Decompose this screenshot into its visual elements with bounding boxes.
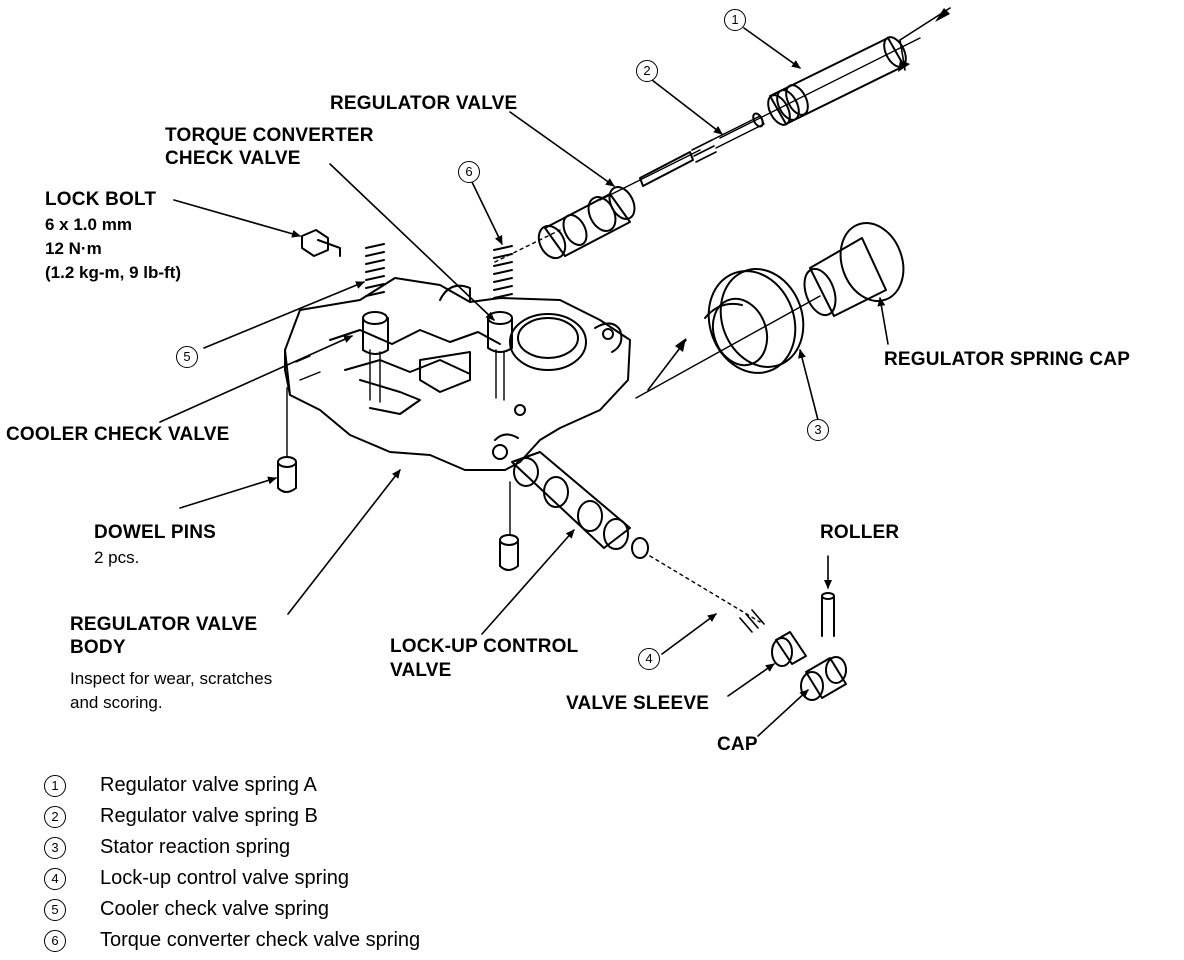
label-lockup-control-valve-line1: LOCK-UP CONTROL [390, 636, 579, 657]
legend-number: 2 [44, 805, 66, 828]
label-torque-converter-check-valve-line1: TORQUE CONVERTER [165, 125, 374, 146]
label-lock-bolt-size: 6 x 1.0 mm [45, 215, 132, 234]
label-valve-sleeve: VALVE SLEEVE [566, 693, 710, 714]
legend-item: 5 Cooler check valve spring [44, 894, 420, 925]
regulator-valve-spring-b [691, 112, 765, 163]
cap [800, 656, 847, 701]
legend-number: 5 [44, 898, 66, 921]
label-cap: CAP [717, 734, 758, 755]
label-roller: ROLLER [820, 522, 900, 543]
legend-number: 1 [44, 774, 66, 797]
label-dowel-pins-qty: 2 pcs. [94, 548, 140, 567]
label-lock-bolt: LOCK BOLT [45, 189, 157, 210]
lockup-control-valve-spring [739, 609, 765, 633]
stator-axis-arrow [635, 295, 821, 399]
callout-3: 3 [807, 419, 829, 441]
callout-2: 2 [636, 60, 658, 82]
lockup-control-valve-spool [511, 451, 649, 559]
label-regulator-valve: REGULATOR VALVE [330, 93, 518, 114]
torque-converter-check-valve-spring [493, 245, 513, 299]
cooler-check-valve [362, 311, 389, 403]
regulator-spring-cap [803, 222, 905, 317]
callout-5: 5 [176, 346, 198, 368]
dowel-pins [277, 387, 519, 571]
regulator-valve-spring-a [767, 36, 907, 126]
legend-text: Torque converter check valve spring [100, 929, 421, 951]
legend-number: 3 [44, 836, 66, 859]
legend-item: 4 Lock-up control valve spring [44, 863, 420, 894]
label-regulator-valve-body-line2: BODY [70, 637, 126, 658]
legend-item: 6 Torque converter check valve spring [44, 925, 420, 956]
label-inspect-note-line1: Inspect for wear, scratches [70, 669, 273, 688]
label-torque-converter-check-valve-line2: CHECK VALVE [165, 148, 301, 169]
legend: 1 Regulator valve spring A 2 Regulator v… [44, 770, 420, 956]
legend-text: Stator reaction spring [100, 836, 291, 858]
legend-item: 1 Regulator valve spring A [44, 770, 420, 801]
label-regulator-spring-cap: REGULATOR SPRING CAP [884, 349, 1131, 370]
legend-number: 6 [44, 929, 66, 952]
lock-bolt [301, 229, 341, 257]
label-regulator-valve-body-line1: REGULATOR VALVE [70, 614, 258, 635]
stator-reaction-spring [704, 268, 805, 374]
label-dowel-pins: DOWEL PINS [94, 522, 216, 543]
legend-number: 4 [44, 867, 66, 890]
valve-sleeve [771, 631, 807, 667]
legend-item: 3 Stator reaction spring [44, 832, 420, 863]
label-lock-bolt-torque: 12 N·m [45, 239, 102, 258]
callout-6: 6 [458, 161, 480, 183]
legend-text: Cooler check valve spring [100, 898, 329, 920]
legend-text: Regulator valve spring B [100, 805, 318, 827]
label-lock-bolt-torque-alt: (1.2 kg-m, 9 lb-ft) [45, 263, 182, 282]
legend-text: Lock-up control valve spring [100, 867, 350, 889]
label-inspect-note-line2: and scoring. [70, 693, 163, 712]
label-cooler-check-valve: COOLER CHECK VALVE [6, 424, 230, 445]
regulator-valve-spool [537, 151, 694, 260]
torque-converter-check-valve [487, 311, 513, 401]
legend-text: Regulator valve spring A [100, 774, 317, 796]
cooler-check-valve-spring [365, 243, 385, 297]
roller [821, 592, 835, 637]
leader-lines [159, 27, 889, 737]
label-lockup-control-valve-line2: VALVE [390, 660, 452, 681]
legend-item: 2 Regulator valve spring B [44, 801, 420, 832]
callout-4: 4 [638, 648, 660, 670]
callout-1: 1 [724, 9, 746, 31]
regulator-valve-body [284, 277, 631, 471]
